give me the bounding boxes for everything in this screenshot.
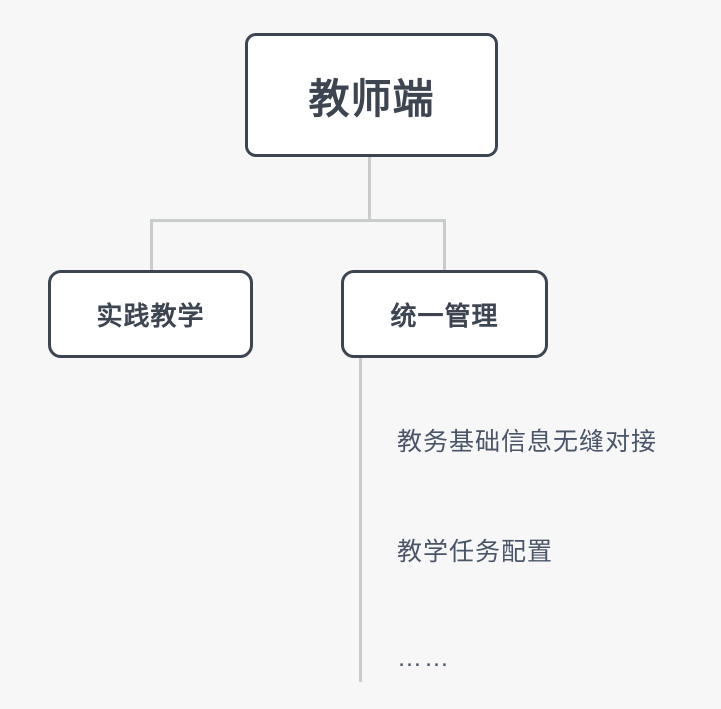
connector-level2-bar: [150, 219, 446, 222]
node-root-label: 教师端: [308, 76, 435, 122]
node-root-teacher[interactable]: 教师端: [245, 33, 498, 157]
leaf-item-2-label: 教学任务配置: [397, 538, 554, 566]
leaf-item-1[interactable]: 教务基础信息无缝对接: [359, 402, 691, 464]
node-unified-management-label: 统一管理: [390, 300, 499, 331]
leaf-item-1-label: 教务基础信息无缝对接: [397, 428, 658, 456]
connector-drop-practice: [150, 219, 153, 271]
connector-root-stem: [368, 157, 371, 221]
connector-subtree-spine: [359, 358, 362, 682]
leaf-item-3[interactable]: ……: [359, 620, 476, 682]
connector-drop-unified: [443, 219, 446, 271]
node-unified-management[interactable]: 统一管理: [341, 270, 548, 358]
node-practical-teaching[interactable]: 实践教学: [48, 270, 253, 358]
leaf-item-2[interactable]: 教学任务配置: [359, 512, 598, 574]
leaf-item-3-label: ……: [397, 644, 451, 672]
node-practical-teaching-label: 实践教学: [96, 300, 205, 331]
